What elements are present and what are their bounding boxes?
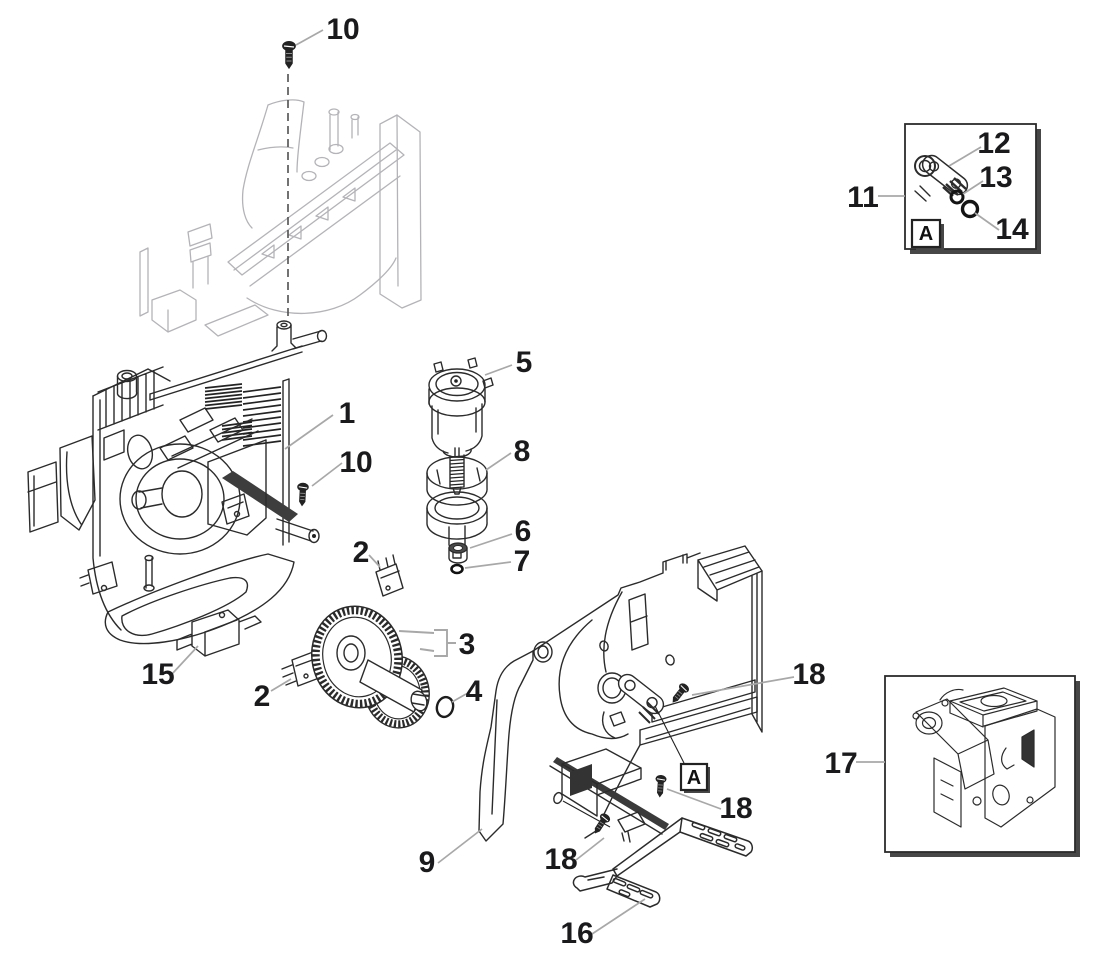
panel-detail-marker-letter: A	[687, 767, 701, 789]
leader-shaft-o-ring	[451, 693, 467, 703]
inset-detail-marker-letter: A	[919, 223, 933, 245]
leader-screw-lower	[575, 837, 605, 861]
callout-valve-fitting: 12	[977, 127, 1010, 160]
o-ring-small	[949, 189, 965, 205]
foot-opening	[570, 764, 592, 796]
callout-panel-screw-middle: 18	[719, 792, 752, 825]
callout-screw-top: 10	[326, 13, 359, 46]
leader-valve-fitting	[948, 146, 982, 167]
side-panel	[478, 545, 763, 843]
callout-assembly-inset: 17	[824, 747, 857, 780]
shaft-o-ring	[435, 695, 455, 719]
leader-o-ring-large	[974, 212, 1000, 231]
assembled-module-drawing	[912, 687, 1056, 828]
assembly-inset-box	[884, 675, 1080, 857]
leader-microswitch-lower	[270, 678, 292, 692]
gear-set	[310, 605, 430, 729]
washer	[450, 563, 464, 575]
leader-side-panel	[437, 828, 483, 864]
leader-screw-top	[295, 29, 324, 46]
leader-mounting-strap	[591, 898, 646, 935]
valve-fitting-drawing	[914, 154, 969, 202]
callout-o-ring-large: 14	[995, 213, 1029, 246]
inset-detail-marker: A	[910, 218, 944, 251]
mounting-strap	[572, 817, 753, 908]
leader-o-ring-small	[962, 180, 984, 195]
callout-microswitch-upper: 2	[353, 536, 370, 569]
callout-mounting-strap: 16	[560, 917, 593, 950]
callout-panel-screw-upper: 18	[792, 658, 825, 691]
valve-inset-box: A	[904, 123, 1041, 254]
leader-microswitch-upper	[368, 554, 381, 568]
callout-motor: 5	[516, 346, 533, 379]
callout-bushing: 6	[515, 515, 532, 548]
leader-worm-gear	[485, 452, 512, 471]
drive-assembly	[27, 320, 328, 645]
leader-motor	[484, 364, 513, 376]
leader-screw-middle	[666, 788, 722, 810]
o-ring-large	[960, 199, 980, 219]
worm-gear	[426, 447, 488, 559]
ghost-housing	[139, 99, 422, 337]
callout-panel-screw-lower: 18	[544, 843, 577, 876]
leader-gear-set	[398, 629, 456, 657]
panel-detail-marker: A	[679, 762, 710, 793]
leader-screw-side	[311, 462, 343, 487]
callout-washer: 7	[514, 545, 531, 578]
motor	[428, 357, 494, 458]
leader-bushing	[469, 533, 513, 549]
leader-clip-bracket	[171, 645, 199, 675]
leader-drive-assembly	[284, 414, 334, 450]
callout-shaft-o-ring: 4	[466, 675, 483, 708]
callout-clip-bracket: 15	[141, 658, 174, 691]
clip-bracket	[176, 609, 262, 657]
callout-side-panel: 9	[419, 846, 436, 879]
wedge-rib	[222, 471, 298, 522]
callout-drive-assembly: 1	[339, 397, 356, 430]
latch-to-marker-line	[654, 705, 685, 764]
callout-screw-side: 10	[339, 446, 372, 479]
callout-microswitch-lower: 2	[254, 680, 271, 713]
callout-o-ring-small: 13	[979, 161, 1012, 194]
callout-gear-set: 3	[459, 628, 476, 661]
callout-valve-inset: 11	[847, 181, 879, 214]
leader-washer	[464, 561, 512, 569]
bushing	[448, 542, 468, 564]
panel-latch-mechanism	[597, 672, 665, 739]
callout-worm-gear: 8	[514, 435, 531, 468]
leader-screw-upper	[691, 676, 795, 696]
